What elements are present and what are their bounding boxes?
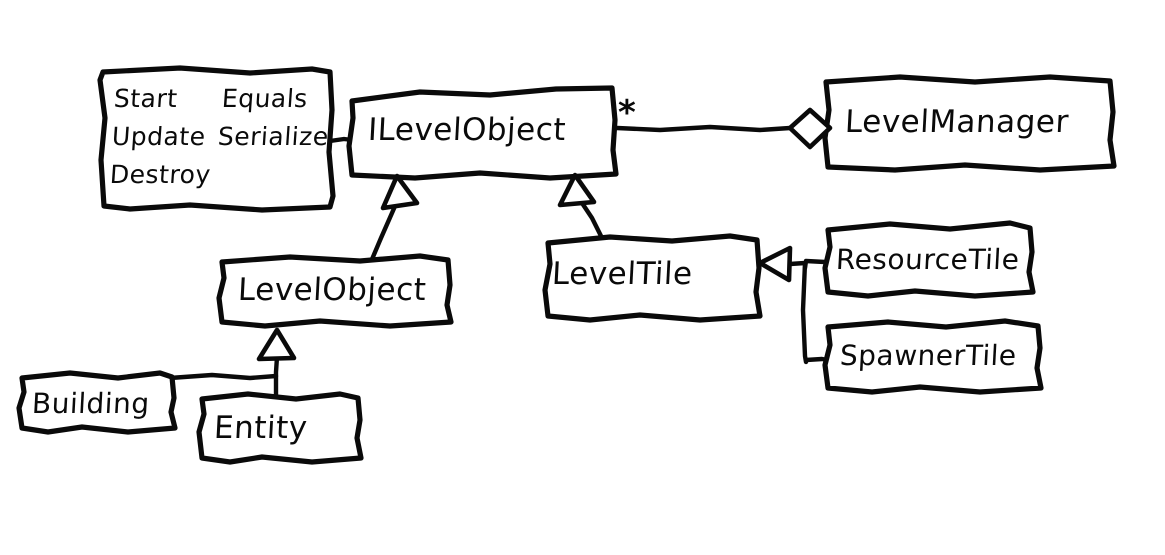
generalization-arrow-levelobject <box>380 173 420 211</box>
methods-box-outline <box>97 65 336 213</box>
generalization-arrow-levelobject-children <box>256 327 297 362</box>
levelobject-box-outline <box>216 253 454 329</box>
resourcetile-box-outline <box>822 220 1036 299</box>
leveltile-box-outline <box>542 233 763 323</box>
generalization-arrow-leveltile <box>557 172 597 208</box>
entity-box-outline <box>196 391 364 465</box>
levelmanager-box-outline <box>822 74 1117 173</box>
link-ilevelobject-to-levelmanager <box>614 124 793 133</box>
generalization-arrow-leveltile-children <box>757 245 793 283</box>
link-entity-to-levelobject <box>273 354 280 401</box>
spawnertile-box-outline <box>822 318 1044 395</box>
link-building-to-trunk <box>167 372 279 381</box>
aggregation-diamond-levelmanager <box>787 107 833 150</box>
link-resourcetile-to-leveltile <box>802 258 828 271</box>
ilevelobject-box-outline <box>346 85 619 181</box>
link-tile-trunk-vertical <box>800 260 809 365</box>
building-box-outline <box>16 370 178 435</box>
